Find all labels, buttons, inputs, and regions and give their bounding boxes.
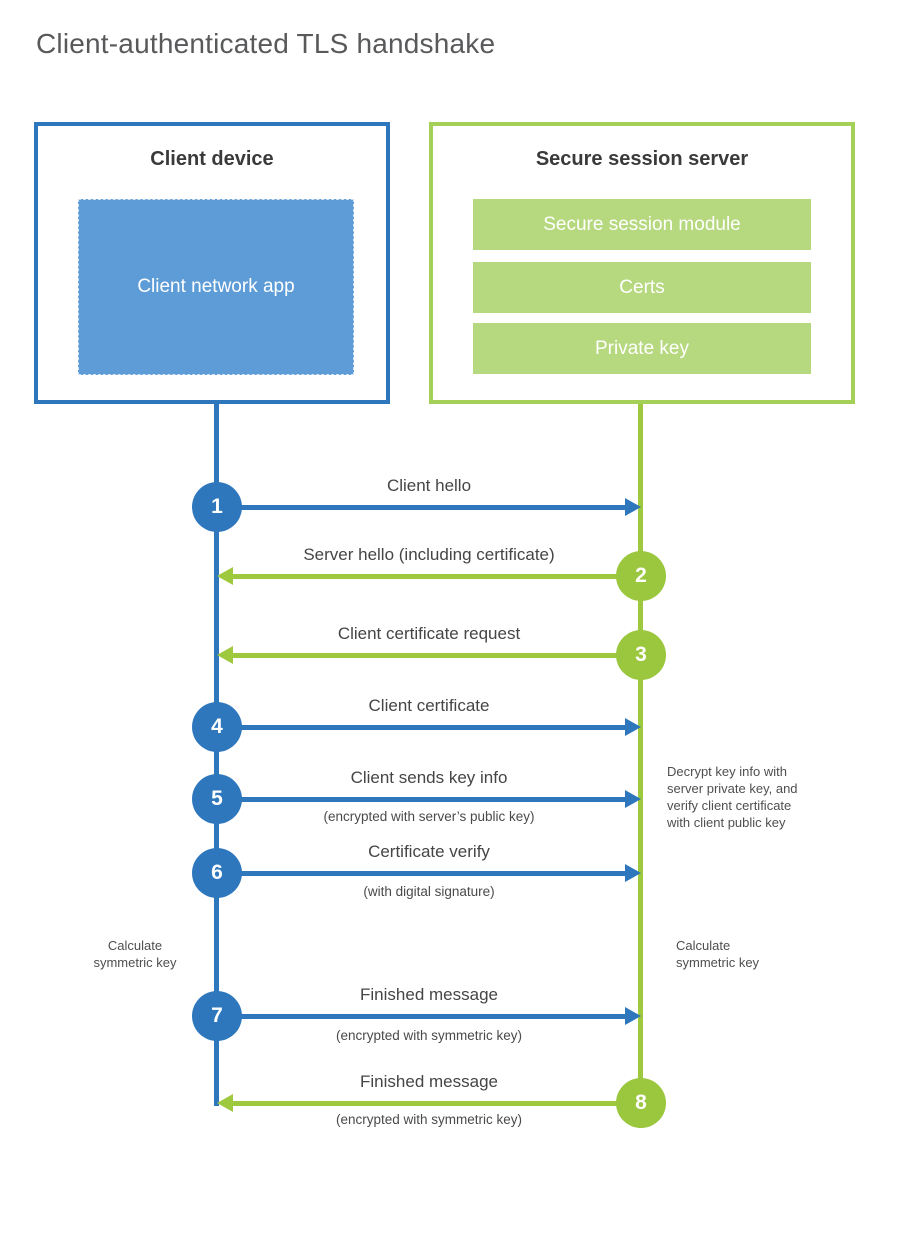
arrow-server-to-client-2 bbox=[217, 567, 641, 585]
arrow-shaft bbox=[217, 1013, 629, 1019]
message-label-7: Finished message bbox=[360, 985, 498, 1004]
step-circle-5: 5 bbox=[192, 774, 242, 824]
server-lifeline bbox=[638, 404, 643, 1128]
step-circle-1: 1 bbox=[192, 482, 242, 532]
arrowhead-right-icon bbox=[625, 498, 641, 516]
step-circle-3: 3 bbox=[616, 630, 666, 680]
arrow-shaft bbox=[229, 652, 641, 658]
step-circle-7: 7 bbox=[192, 991, 242, 1041]
arrow-client-to-server-7 bbox=[217, 1007, 641, 1025]
server-module-bar: Secure session module bbox=[473, 199, 811, 250]
step-circle-2: 2 bbox=[616, 551, 666, 601]
step-number: 7 bbox=[211, 1004, 223, 1027]
client-network-app-label: Client network app bbox=[137, 275, 295, 297]
message-label-2: Server hello (including certificate) bbox=[303, 545, 555, 564]
client-device-title: Client device bbox=[150, 148, 274, 170]
step-circle-6: 6 bbox=[192, 848, 242, 898]
step-number: 1 bbox=[211, 495, 223, 518]
arrowhead-left-icon bbox=[217, 646, 233, 664]
server-module-bar: Private key bbox=[473, 323, 811, 374]
arrow-shaft bbox=[217, 724, 629, 730]
step-number: 4 bbox=[211, 715, 223, 738]
step-number: 2 bbox=[635, 564, 647, 587]
step-number: 3 bbox=[635, 643, 647, 666]
message-label-6: Certificate verify bbox=[368, 842, 490, 861]
arrow-server-to-client-3 bbox=[217, 646, 641, 664]
message-label-1: Client hello bbox=[386, 476, 472, 495]
server-module-bar: Certs bbox=[473, 262, 811, 313]
arrowhead-right-icon bbox=[625, 790, 641, 808]
server-module-label: Certs bbox=[619, 276, 665, 298]
arrowhead-right-icon bbox=[625, 864, 641, 882]
message-label-4: Client certificate bbox=[368, 696, 490, 715]
server-decrypt-note: Decrypt key info with server private key… bbox=[667, 764, 798, 830]
arrow-shaft bbox=[217, 870, 629, 876]
arrow-shaft bbox=[217, 796, 629, 802]
arrow-server-to-client-8 bbox=[217, 1094, 641, 1112]
client-lifeline bbox=[214, 404, 219, 1106]
arrowhead-left-icon bbox=[217, 1094, 233, 1112]
step-number: 6 bbox=[211, 861, 223, 884]
arrow-client-to-server-5 bbox=[217, 790, 641, 808]
arrow-shaft bbox=[229, 1100, 641, 1106]
arrow-shaft bbox=[229, 573, 641, 579]
message-label-3: Client certificate request bbox=[337, 624, 521, 643]
arrow-client-to-server-4 bbox=[217, 718, 641, 736]
arrow-client-to-server-1 bbox=[217, 498, 641, 516]
server-module-label: Secure session module bbox=[543, 213, 741, 235]
message-label-8: Finished message bbox=[360, 1072, 498, 1091]
arrow-client-to-server-6 bbox=[217, 864, 641, 882]
message-sub-7: (encrypted with symmetric key) bbox=[335, 1028, 523, 1043]
secure-session-server-title: Secure session server bbox=[535, 148, 749, 170]
client-network-app-box: Client network app bbox=[78, 199, 354, 375]
step-number: 8 bbox=[635, 1091, 647, 1114]
arrowhead-left-icon bbox=[217, 567, 233, 585]
message-label-5: Client sends key info bbox=[350, 768, 508, 787]
arrowhead-right-icon bbox=[625, 718, 641, 736]
message-sub-5: (encrypted with server’s public key) bbox=[323, 809, 535, 824]
arrow-shaft bbox=[217, 504, 629, 510]
client-calculate-key-note: Calculate symmetric key bbox=[93, 938, 177, 970]
message-sub-8: (encrypted with symmetric key) bbox=[335, 1112, 523, 1127]
arrowhead-right-icon bbox=[625, 1007, 641, 1025]
client-device-box: Client device Client network app bbox=[34, 122, 390, 404]
step-circle-8: 8 bbox=[616, 1078, 666, 1128]
step-circle-4: 4 bbox=[192, 702, 242, 752]
page-title: Client-authenticated TLS handshake bbox=[36, 28, 496, 59]
server-calculate-key-note: Calculate symmetric key bbox=[676, 938, 760, 970]
step-number: 5 bbox=[211, 787, 223, 810]
server-module-label: Private key bbox=[595, 337, 689, 359]
secure-session-server-box: Secure session server Secure session mod… bbox=[429, 122, 855, 404]
message-sub-6: (with digital signature) bbox=[363, 884, 495, 899]
